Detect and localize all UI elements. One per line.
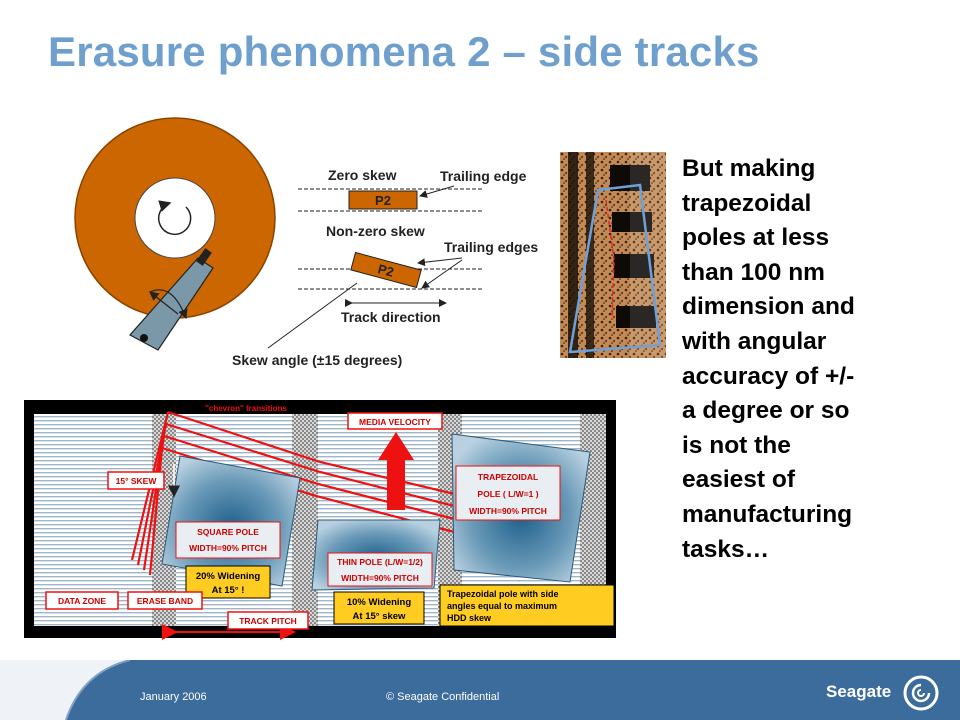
skew-angle-label: Skew angle (±15 degrees)	[232, 352, 402, 368]
pivot-point	[140, 334, 148, 342]
track-pitch-label: TRACK PITCH	[239, 616, 297, 626]
thin-pole-box	[327, 552, 433, 587]
trapezoidal-ratio: POLE ( L/W=1 )	[477, 489, 538, 499]
pole-label: P2	[376, 261, 395, 280]
trailing-edge-label: Trailing edge	[440, 168, 527, 184]
body-line: manufacturing	[682, 500, 853, 528]
body-line: easiest of	[682, 466, 796, 494]
media-velocity-box	[347, 412, 443, 430]
zero-skew-label: Zero skew	[328, 167, 397, 183]
footer-curve	[0, 660, 131, 720]
footer-confidential: © Seagate Confidential	[386, 691, 500, 703]
swing-arrow	[149, 289, 188, 320]
thin-pole-width: WIDTH=90% PITCH	[341, 573, 419, 583]
pole-zero-skew	[348, 190, 418, 210]
body-line: tasks…	[682, 535, 770, 563]
trailing-edge-arrow	[419, 185, 455, 198]
pole-label: P2	[375, 193, 391, 208]
erase-band-label: ERASE BAND	[137, 596, 193, 606]
trailing-edges-arrow	[417, 257, 463, 267]
skew-label: 15° SKEW	[116, 476, 158, 486]
trapezoidal-note-line3: HDD skew	[447, 613, 492, 623]
thin-pole-label: THIN POLE (L/W=1/2)	[337, 557, 423, 567]
skew-box	[107, 471, 165, 490]
pole-trace	[605, 199, 615, 321]
body-line: trapezoidal	[682, 189, 812, 217]
trailing-edges-arrow	[421, 259, 463, 289]
seagate-logo: Seagate	[826, 675, 939, 711]
pole-track-diagram: MEDIA VELOCITY "chevron" transitions 15°…	[24, 400, 616, 640]
body-line: a degree or so	[682, 397, 850, 425]
widening-10-line2: At 15° skew	[353, 611, 407, 622]
skew-diagram: P2 P2 Zero skew Trailing edge Non-zero s…	[232, 167, 538, 368]
widening-20-line2: At 15° !	[212, 585, 245, 596]
body-line: with angular	[682, 327, 827, 355]
media-velocity-label: MEDIA VELOCITY	[359, 417, 431, 427]
pole-skewed: P2	[350, 251, 422, 289]
pole-outline	[568, 183, 662, 354]
widening-10-line1: 10% Widening	[347, 597, 412, 608]
erase-band-box	[127, 591, 203, 610]
skew-angle-leader	[267, 282, 358, 349]
body-line: is not the	[682, 431, 791, 459]
trapezoidal-width: WIDTH=90% PITCH	[469, 506, 547, 516]
non-zero-skew-label: Non-zero skew	[326, 223, 425, 239]
head-slider	[196, 248, 212, 266]
data-zone-label: DATA ZONE	[58, 596, 106, 606]
logo-text: Seagate	[826, 682, 892, 701]
body-line: dimension and	[682, 293, 855, 321]
trapezoidal-note-line1: Trapezoidal pole with side	[447, 589, 559, 599]
square-pole-box	[175, 521, 281, 559]
body-line: poles at less	[682, 224, 830, 252]
trapezoidal-note-line2: angles equal to maximum	[447, 601, 557, 611]
trailing-edges-label: Trailing edges	[444, 239, 538, 255]
trapezoidal-note-box	[439, 584, 615, 627]
body-line: accuracy of +/-	[682, 362, 855, 390]
widening-10-box	[333, 591, 425, 625]
square-pole-width: WIDTH=90% PITCH	[189, 543, 267, 553]
erase-band	[292, 414, 318, 626]
rotation-arrow	[157, 200, 192, 236]
body-text: But making trapezoidal poles at less tha…	[682, 152, 932, 567]
logo-swirl-icon	[903, 675, 939, 711]
disk-hub	[134, 177, 216, 259]
footer-date: January 2006	[140, 691, 207, 703]
pole-micrograph	[560, 152, 666, 358]
body-line: than 100 nm	[682, 258, 825, 286]
body-line: But making	[682, 155, 816, 182]
square-pole-label: SQUARE POLE	[197, 527, 259, 537]
trapezoidal-label: TRAPEZOIDAL	[478, 472, 538, 482]
track-direction-label: Track direction	[341, 309, 441, 325]
data-zone-box	[45, 591, 119, 610]
chevron-label: "chevron" transitions	[205, 404, 287, 413]
slide-title: Erasure phenomena 2 – side tracks	[48, 28, 760, 75]
disk-illustration	[74, 117, 276, 351]
actuator-arm	[129, 257, 214, 351]
widening-20-line1: 20% Widening	[196, 571, 261, 582]
swing-arrow	[149, 291, 179, 315]
track-pitch-box	[227, 611, 309, 630]
trapezoidal-pole-box	[455, 465, 561, 521]
footer-bar	[0, 660, 960, 720]
media-velocity-arrow	[378, 432, 414, 510]
